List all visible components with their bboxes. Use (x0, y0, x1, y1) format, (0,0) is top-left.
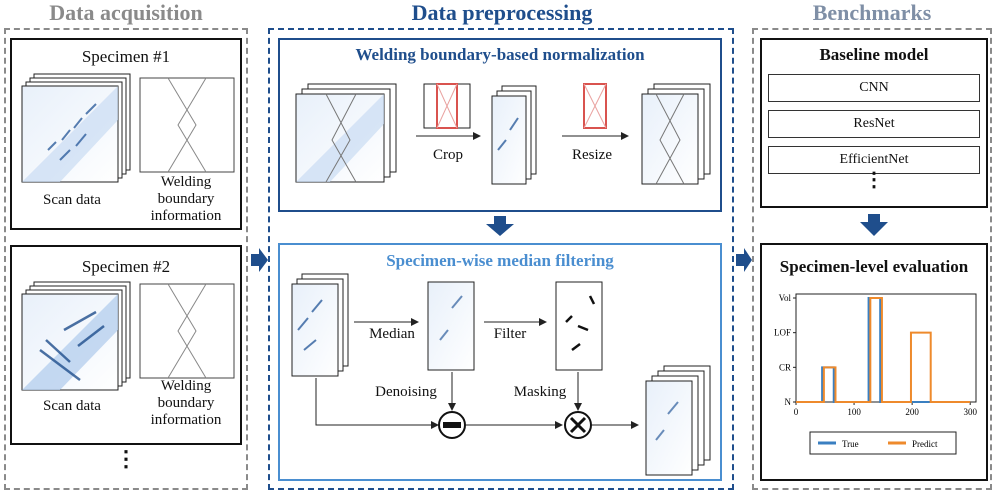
model-cnn: CNN (768, 74, 980, 102)
normalization-title: Welding boundary-based normalization (355, 45, 645, 64)
y-tick-label: N (785, 397, 792, 407)
specimen-2-scan-label: Scan data (43, 398, 101, 414)
more-specimens-ellipsis: ⋮ (115, 446, 137, 471)
median-filtering-title: Specimen-wise median filtering (386, 251, 614, 270)
y-tick-label: LOF (774, 328, 791, 338)
specimen-2-scan-stack (21, 281, 131, 391)
x-tick-label: 0 (794, 407, 799, 417)
subtract-operator-icon (438, 411, 466, 439)
title-benchmarks: Benchmarks (812, 0, 932, 25)
median-image (427, 281, 475, 371)
y-tick-label: CR (779, 362, 791, 372)
title-data-acquisition: Data acquisition (49, 0, 203, 25)
specimen-1-title: Specimen #1 (81, 47, 171, 66)
model-efficientnet: EfficientNet (768, 146, 980, 174)
x-tick-label: 200 (905, 407, 919, 417)
acquisition-column (4, 28, 248, 490)
series-line-predict (796, 297, 971, 403)
chart-plot-area (795, 293, 977, 403)
baseline-model-title: Baseline model (819, 45, 929, 64)
specimen-2-boundary-label: Welding boundary information (150, 378, 222, 428)
more-models-ellipsis: ⋮ (864, 169, 884, 191)
specimen-1-scan-stack (21, 73, 131, 183)
model-resnet: ResNet (768, 110, 980, 138)
arrow-preprocessing-to-benchmarks (736, 248, 752, 272)
specimen-2-boundary-image (139, 283, 235, 379)
specimen-1-boundary-label: Welding boundary information (150, 174, 222, 224)
multiply-operator-icon (564, 411, 592, 439)
legend-label-predict: Predict (912, 439, 938, 449)
evaluation-title: Specimen-level evaluation (779, 257, 969, 276)
y-tick-label: Vol (779, 293, 792, 303)
mask-image (555, 281, 603, 371)
denoising-label: Denoising (375, 384, 437, 400)
title-data-preprocessing: Data preprocessing (411, 0, 593, 25)
chart-legend (809, 431, 957, 455)
crop-label: Crop (433, 147, 463, 163)
specimen-1-boundary-image (139, 77, 235, 173)
resize-icon (583, 83, 607, 129)
benchmarks-column (752, 28, 992, 490)
arrow-normalization-to-filtering (486, 216, 514, 236)
input-flow-line (315, 378, 439, 429)
resize-label: Resize (572, 147, 612, 163)
x-tick-label: 100 (847, 407, 861, 417)
arrow-baseline-to-evaluation (860, 214, 888, 236)
cropped-stack (491, 85, 537, 185)
resized-stack (641, 83, 711, 185)
masking-label: Masking (513, 384, 567, 400)
arrow-acquisition-to-preprocessing (251, 248, 268, 272)
median-label: Median (369, 326, 415, 342)
x-tick-label: 300 (963, 407, 977, 417)
filter-label: Filter (493, 326, 527, 342)
preprocessing-column (268, 28, 734, 490)
filtering-input-stack (291, 273, 349, 377)
legend-label-true: True (842, 439, 859, 449)
filtered-output-stack (645, 365, 711, 476)
specimen-2-title: Specimen #2 (81, 257, 171, 276)
crop-icon (423, 83, 471, 129)
normalization-input-stack (295, 83, 397, 183)
specimen-1-scan-label: Scan data (43, 192, 101, 208)
